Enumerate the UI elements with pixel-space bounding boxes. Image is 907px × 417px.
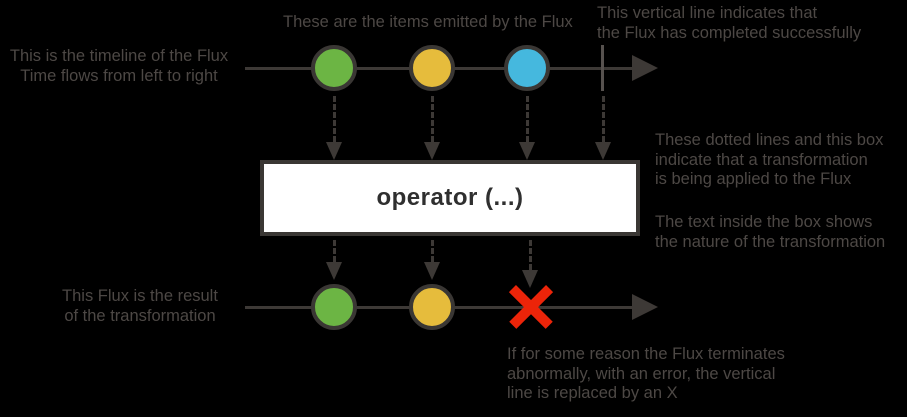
arrowhead-down-icon [595,142,611,160]
annotation-emitted-items: These are the items emitted by the Flux [283,13,573,31]
source-timeline-arrowhead-icon [632,55,658,81]
transform-dotted-line [525,96,529,142]
operator-box-label: operator (...) [376,184,524,211]
source-marble-blue [504,45,550,91]
source-marble-yellow [409,45,455,91]
error-x-icon [505,281,557,333]
arrowhead-down-icon [424,262,440,280]
arrowhead-down-icon [326,142,342,160]
transform-dotted-line [332,96,336,142]
result-timeline-arrowhead-icon [632,294,658,320]
result-marble-green [311,284,357,330]
transform-dotted-line [528,240,532,270]
annotation-source-timeline: This is the timeline of the Flux Time fl… [9,47,229,85]
transform-dotted-line [430,240,434,262]
annotation-transformation: These dotted lines and this box indicate… [655,131,884,188]
completion-line [601,45,604,91]
arrowhead-down-icon [522,270,538,288]
annotation-completion: This vertical line indicates that the Fl… [597,4,862,42]
operator-box: operator (...) [260,160,640,236]
arrowhead-down-icon [326,262,342,280]
annotation-result: This Flux is the result of the transform… [62,287,218,325]
annotation-box-text: The text inside the box shows the nature… [655,213,886,251]
result-marble-yellow [409,284,455,330]
transform-dotted-line [430,96,434,142]
annotation-error: If for some reason the Flux terminates a… [507,345,785,402]
arrowhead-down-icon [519,142,535,160]
source-marble-green [311,45,357,91]
transform-dotted-line [601,96,605,142]
transform-dotted-line [332,240,336,262]
arrowhead-down-icon [424,142,440,160]
